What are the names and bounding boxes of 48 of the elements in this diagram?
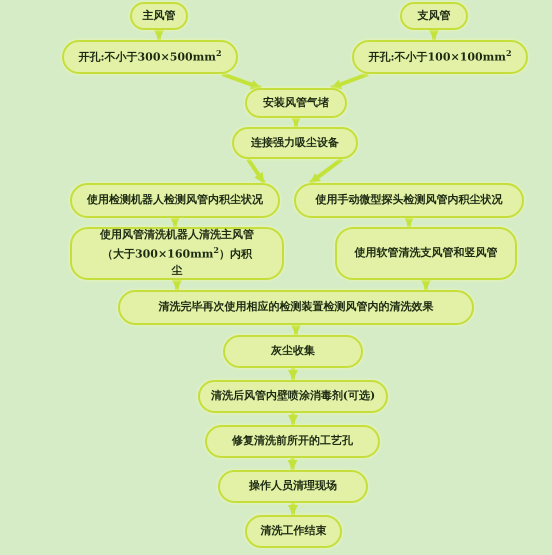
step-text: 操作人员清理现场: [249, 478, 337, 494]
step-text: 灰尘收集: [271, 343, 315, 360]
process-box: [245, 515, 342, 548]
process-box: [294, 183, 524, 218]
process-box: [232, 127, 358, 159]
arrow: [172, 280, 182, 290]
arrow: [170, 217, 180, 227]
process-box: [130, 2, 188, 30]
step-text: 修复清洗前所开的工艺孔: [232, 433, 353, 450]
step-text: 开孔:不小于100×100mm$^{2}$: [368, 47, 512, 66]
step-text: 使用软管清洗支风管和竖风管: [354, 245, 498, 262]
process-box: [62, 40, 238, 74]
arrow: [246, 158, 266, 184]
process-box: [118, 290, 474, 325]
process-box: [352, 40, 528, 74]
step-text: 开孔:不小于300×500mm$^{2}$: [78, 47, 222, 66]
arrow: [330, 72, 369, 90]
step-text: 主风管: [142, 8, 176, 24]
process-box: [245, 88, 347, 118]
arrow: [404, 217, 414, 227]
arrow: [288, 368, 298, 380]
step-text: 使用手动微型探头检测风管内积尘状况: [316, 192, 502, 208]
step-text: 连接强力吸尘设备: [251, 134, 339, 151]
arrow: [421, 280, 431, 290]
arrow: [291, 325, 301, 335]
process-box: [70, 227, 284, 280]
process-box: [70, 183, 280, 218]
process-box: [218, 470, 368, 503]
arrow: [221, 72, 262, 90]
process-box: [400, 2, 468, 30]
step-text: 使用风管清洗机器人清洗主风管（大于300×160mm$^{2}$）内积尘: [98, 227, 255, 280]
step-text: 清洗工作结束: [260, 523, 326, 540]
arrow: [288, 458, 298, 470]
step-text: 支风管: [418, 8, 450, 24]
process-box: [335, 227, 517, 280]
arrow: [288, 503, 298, 515]
step-text: 安装风管气堵: [263, 94, 329, 111]
arrow: [308, 157, 344, 185]
arrow: [291, 117, 301, 127]
arrow: [429, 30, 439, 40]
step-text: 清洗后风管内壁喷涂消毒剂(可选): [210, 388, 376, 404]
process-box: [223, 335, 363, 368]
step-text: 使用检测机器人检测风管内积尘状况: [87, 192, 263, 208]
step-text: 清洗完毕再次使用相应的检测装置检测风管内的清洗效果: [158, 299, 434, 316]
arrow: [154, 30, 164, 40]
arrow: [288, 413, 298, 425]
process-box: [198, 380, 388, 413]
process-box: [205, 425, 380, 458]
